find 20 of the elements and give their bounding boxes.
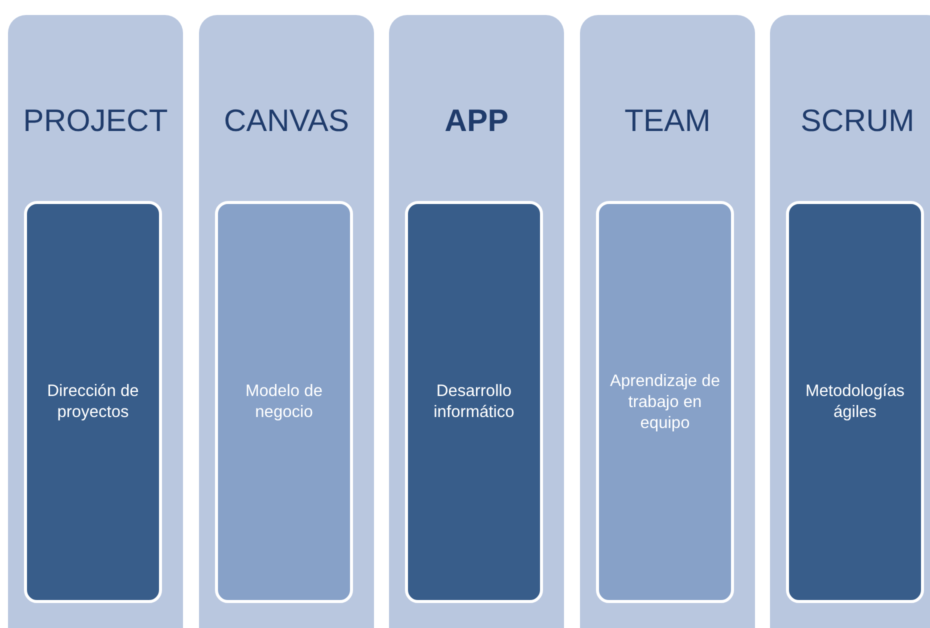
column-title: PROJECT [23, 103, 168, 139]
column-title: APP [444, 103, 508, 139]
content-card [596, 201, 734, 603]
column-panel [580, 15, 755, 628]
column-panel [770, 15, 930, 628]
column-panel [389, 15, 564, 628]
card-text: Desarrollo informático [432, 381, 516, 423]
content-card [405, 201, 543, 603]
card-text: Metodologías ágiles [804, 381, 906, 423]
card-text: Aprendizaje de trabajo en equipo [608, 370, 722, 434]
column-title: CANVAS [224, 103, 350, 139]
card-text: Modelo de negocio [244, 381, 324, 423]
column-panel [199, 15, 374, 628]
content-card [786, 201, 924, 603]
column-panel [8, 15, 183, 628]
content-card [24, 201, 162, 603]
content-card [215, 201, 353, 603]
column-title: TEAM [624, 103, 711, 139]
column-title: SCRUM [800, 103, 914, 139]
card-text: Dirección de proyectos [46, 381, 140, 423]
